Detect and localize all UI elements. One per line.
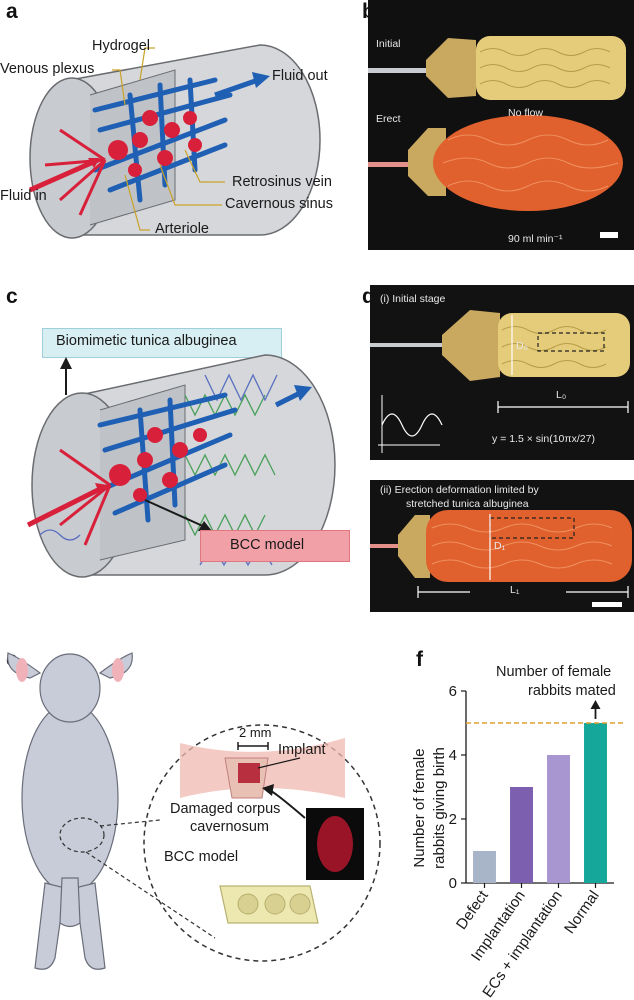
- label-fluid-in: Fluid in: [0, 188, 47, 204]
- photo-b-drawing: [368, 36, 626, 238]
- label-damaged-line1: Damaged corpus: [170, 801, 281, 817]
- y-tick-label-1: 2: [449, 811, 457, 828]
- label-no-flow: No flow: [508, 107, 544, 119]
- label-stage-ii-line2: stretched tunica albuginea: [406, 498, 529, 510]
- reference-arrow-head: [590, 700, 601, 709]
- y-axis-label-line2: rabbits giving birth: [431, 747, 448, 869]
- bar-chart: Number of female rabbits giving birth 0 2…: [411, 683, 624, 1000]
- label-retrosinus-vein: Retrosinus vein: [232, 174, 332, 190]
- x-tick-label-0: Defect: [453, 887, 492, 933]
- panel-label-c: c: [6, 285, 18, 308]
- label-l0: L₀: [556, 389, 567, 401]
- label-arteriole: Arteriole: [155, 221, 209, 237]
- panel-d: d (i) Initial stage D₀ L₀ y = 1.5 × sin(…: [362, 285, 634, 615]
- y-tick-label-2: 4: [449, 747, 457, 764]
- bar-2: [547, 755, 570, 883]
- bar-1: [510, 787, 533, 883]
- label-stage-i: (i) Initial stage: [380, 293, 446, 305]
- chart-annotation-line1: Number of female: [496, 664, 612, 680]
- panel-e-illustration: [7, 652, 381, 970]
- label-2mm: 2 mm: [239, 725, 272, 740]
- panel-a: a: [0, 0, 360, 250]
- photo-d-erect-drawing: [370, 510, 632, 607]
- bcc-model-label-box: [200, 530, 350, 562]
- label-hydrogel: Hydrogel: [92, 38, 151, 54]
- chart-annotation-line2: rabbits mated: [528, 683, 616, 699]
- label-l1: L₁: [510, 584, 520, 596]
- tunica-label-box: [42, 328, 282, 358]
- y-tick-label-3: 6: [449, 683, 457, 700]
- panel-c-illustration: [26, 354, 336, 578]
- panel-b: b Initial No flow Erect 90: [362, 0, 634, 250]
- bar-3: [584, 723, 607, 883]
- label-cavernous-sinus: Cavernous sinus: [225, 196, 333, 212]
- panel-f: f Number of female rabbits mated Number …: [398, 648, 634, 1000]
- label-damaged-line2: cavernosum: [190, 819, 269, 835]
- label-fluid-out: Fluid out: [272, 68, 328, 84]
- panel-label-a: a: [6, 0, 18, 23]
- panel-label-f: f: [416, 648, 423, 671]
- label-flow-rate: 90 ml min⁻¹: [508, 233, 563, 245]
- x-tick-label-3: Normal: [561, 888, 603, 937]
- label-equation: y = 1.5 × sin(10πx/27): [492, 433, 595, 445]
- label-erect: Erect: [376, 113, 401, 125]
- label-initial: Initial: [376, 38, 401, 50]
- photo-b: Initial No flow Erect 90 ml min⁻¹: [368, 0, 634, 250]
- panel-c: c Biomimetic tunica albuginea: [0, 285, 360, 595]
- panel-a-illustration: [28, 44, 321, 239]
- panel-e: e: [0, 648, 400, 1000]
- photo-d-initial: (i) Initial stage D₀ L₀ y = 1.5 × sin(10…: [370, 285, 634, 460]
- bar-0: [473, 851, 496, 883]
- label-tunica-albuginea: Biomimetic tunica albuginea: [56, 333, 237, 349]
- label-d1: D₁: [494, 540, 506, 552]
- y-axis-label-line1: Number of female: [411, 748, 428, 867]
- photo-d-erect: (ii) Erection deformation limited by str…: [370, 480, 634, 612]
- photo-d-initial-drawing: [370, 310, 630, 453]
- label-bcc-model-c: BCC model: [230, 537, 305, 553]
- label-stage-ii-line1: (ii) Erection deformation limited by: [380, 484, 539, 496]
- label-venous-plexus: Venous plexus: [0, 61, 95, 77]
- y-tick-label-0: 0: [449, 875, 457, 892]
- label-bcc-model-e: BCC model: [164, 849, 239, 865]
- label-implant: Implant: [278, 742, 326, 758]
- label-d0: D₀: [516, 340, 528, 352]
